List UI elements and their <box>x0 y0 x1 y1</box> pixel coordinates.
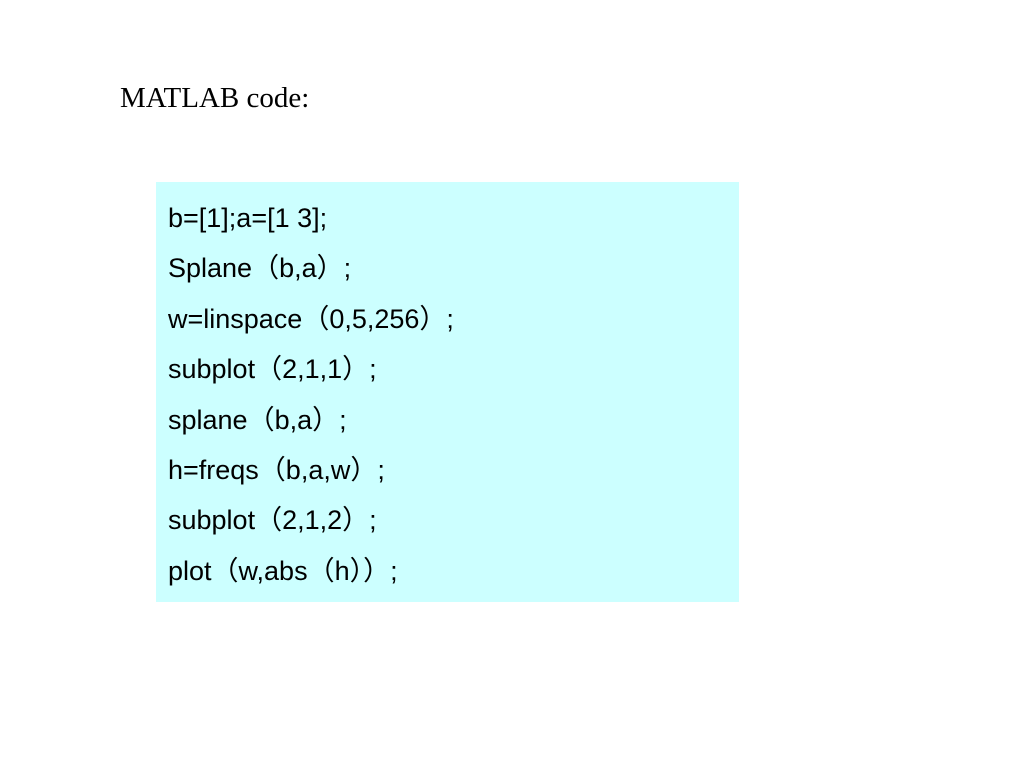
code-line: w=linspace（0,5,256）; <box>168 303 454 334</box>
code-line: plot（w,abs（h））; <box>168 555 398 586</box>
code-line: splane（b,a）; <box>168 404 347 435</box>
code-block: b=[1];a=[1 3]; Splane（b,a）; w=linspace（0… <box>156 182 739 602</box>
code-line: subplot（2,1,1）; <box>168 354 377 385</box>
code-line: b=[1];a=[1 3]; <box>168 203 328 233</box>
slide-title: MATLAB code: <box>120 82 310 114</box>
code-line: Splane（b,a）; <box>168 253 352 284</box>
code-line: h=freqs（b,a,w）; <box>168 454 385 485</box>
code-line: subplot（2,1,2）; <box>168 505 377 536</box>
